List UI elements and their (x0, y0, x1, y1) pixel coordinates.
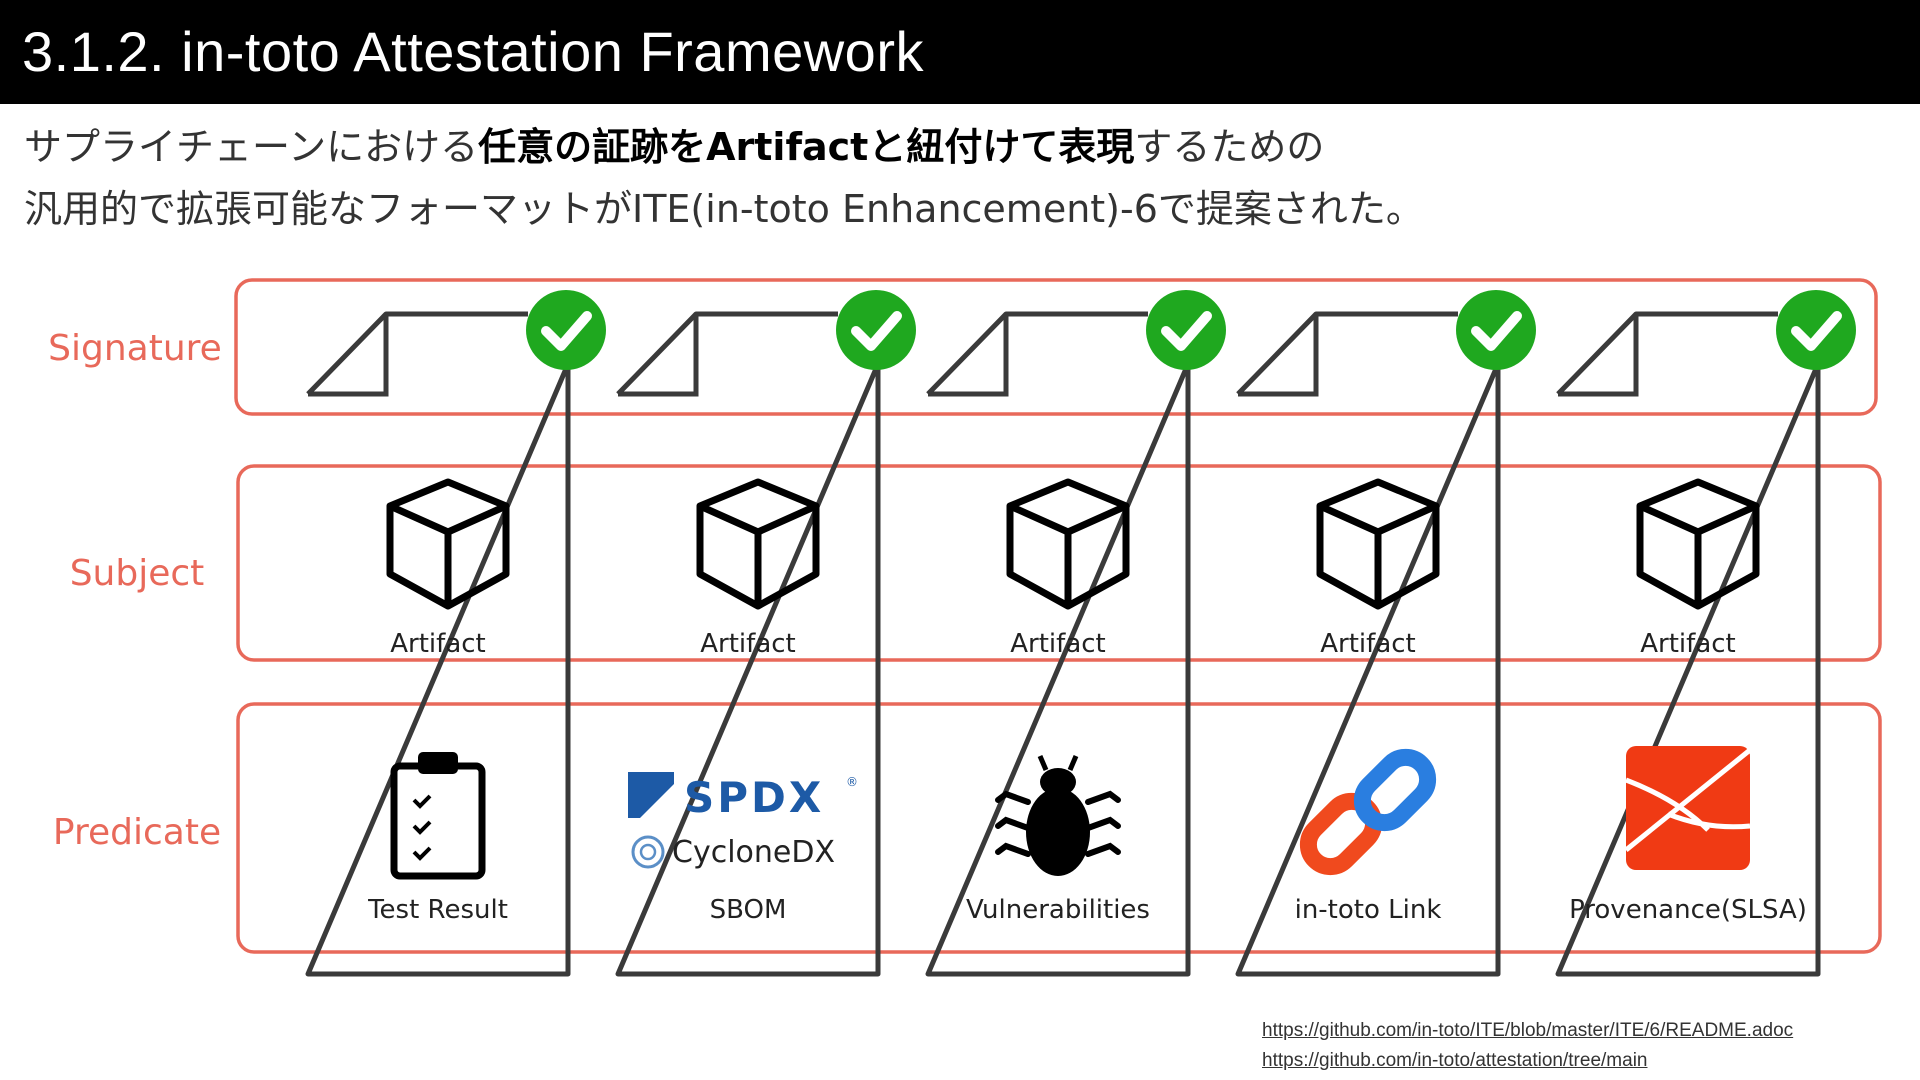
check-badge-icon (526, 290, 606, 370)
subject-label: Artifact (1320, 629, 1415, 659)
cyclonedx-wordmark: CycloneDX (672, 835, 835, 870)
subtitle-line-1: サプライチェーンにおける任意の証跡をArtifactと紐付けて表現するための (24, 116, 1324, 171)
subject-label: Artifact (1010, 629, 1105, 659)
predicate-row-frame (236, 702, 1882, 954)
check-badge-icon (836, 290, 916, 370)
predicate-label: Provenance(SLSA) (1569, 895, 1807, 925)
subject-label: Artifact (390, 629, 485, 659)
row-label-subject: Subject (70, 553, 205, 594)
artifact-cube-icon (1316, 478, 1440, 610)
artifact-cube-icon (696, 478, 820, 610)
spdx-wordmark: SPDX (684, 773, 824, 822)
artifact-cube-icon (386, 478, 510, 610)
slsa-logo (1624, 746, 1752, 870)
document-fold (1558, 314, 1639, 397)
clipboard-checklist-icon (390, 752, 486, 880)
check-badge-icon (1456, 290, 1536, 370)
check-badge-icon (1776, 290, 1856, 370)
subject-label: Artifact (1640, 629, 1735, 659)
reference-link-ite6[interactable]: https://github.com/in-toto/ITE/blob/mast… (1262, 1020, 1794, 1041)
spdx-registered-mark: ® (846, 775, 858, 789)
subject-row-frame (236, 464, 1882, 662)
predicate-label: SBOM (710, 895, 787, 925)
row-label-signature: Signature (48, 328, 222, 369)
page-title: 3.1.2. in-toto Attestation Framework (22, 20, 924, 83)
subtitle-line-1-bold: 任意の証跡をArtifactと紐付けて表現 (478, 125, 1135, 169)
subtitle-line-2: 汎用的で拡張可能なフォーマットがITE(in-toto Enhancement)… (24, 187, 1424, 231)
bug-icon (995, 755, 1121, 876)
row-label-predicate: Predicate (53, 812, 221, 853)
document-fold (1238, 314, 1319, 397)
subtitle-line-1-post: するための (1134, 125, 1325, 169)
predicate-label: Test Result (367, 895, 508, 925)
attestation-document-4: Artifact in-toto Link (1235, 290, 1536, 977)
title-bar: 3.1.2. in-toto Attestation Framework (0, 0, 1920, 104)
artifact-cube-icon (1636, 478, 1760, 610)
predicate-label: in-toto Link (1295, 895, 1442, 925)
subject-label: Artifact (700, 629, 795, 659)
chain-link-icon (1299, 748, 1437, 876)
reference-link-attestation[interactable]: https://github.com/in-toto/attestation/t… (1262, 1050, 1648, 1071)
cyclonedx-mark (631, 835, 665, 869)
reference-links: https://github.com/in-toto/ITE/blob/mast… (1262, 1016, 1793, 1076)
check-badge-icon (1146, 290, 1226, 370)
document-fold (308, 314, 389, 397)
signature-row-frame (234, 278, 1878, 416)
predicate-label: Vulnerabilities (966, 895, 1150, 925)
document-fold (928, 314, 1009, 397)
document-fold (618, 314, 699, 397)
spdx-cyclonedx-logo: SPDX ® CycloneDX (628, 772, 858, 870)
artifact-cube-icon (1006, 478, 1130, 610)
subtitle-line-1-pre: サプライチェーンにおける (24, 125, 479, 169)
